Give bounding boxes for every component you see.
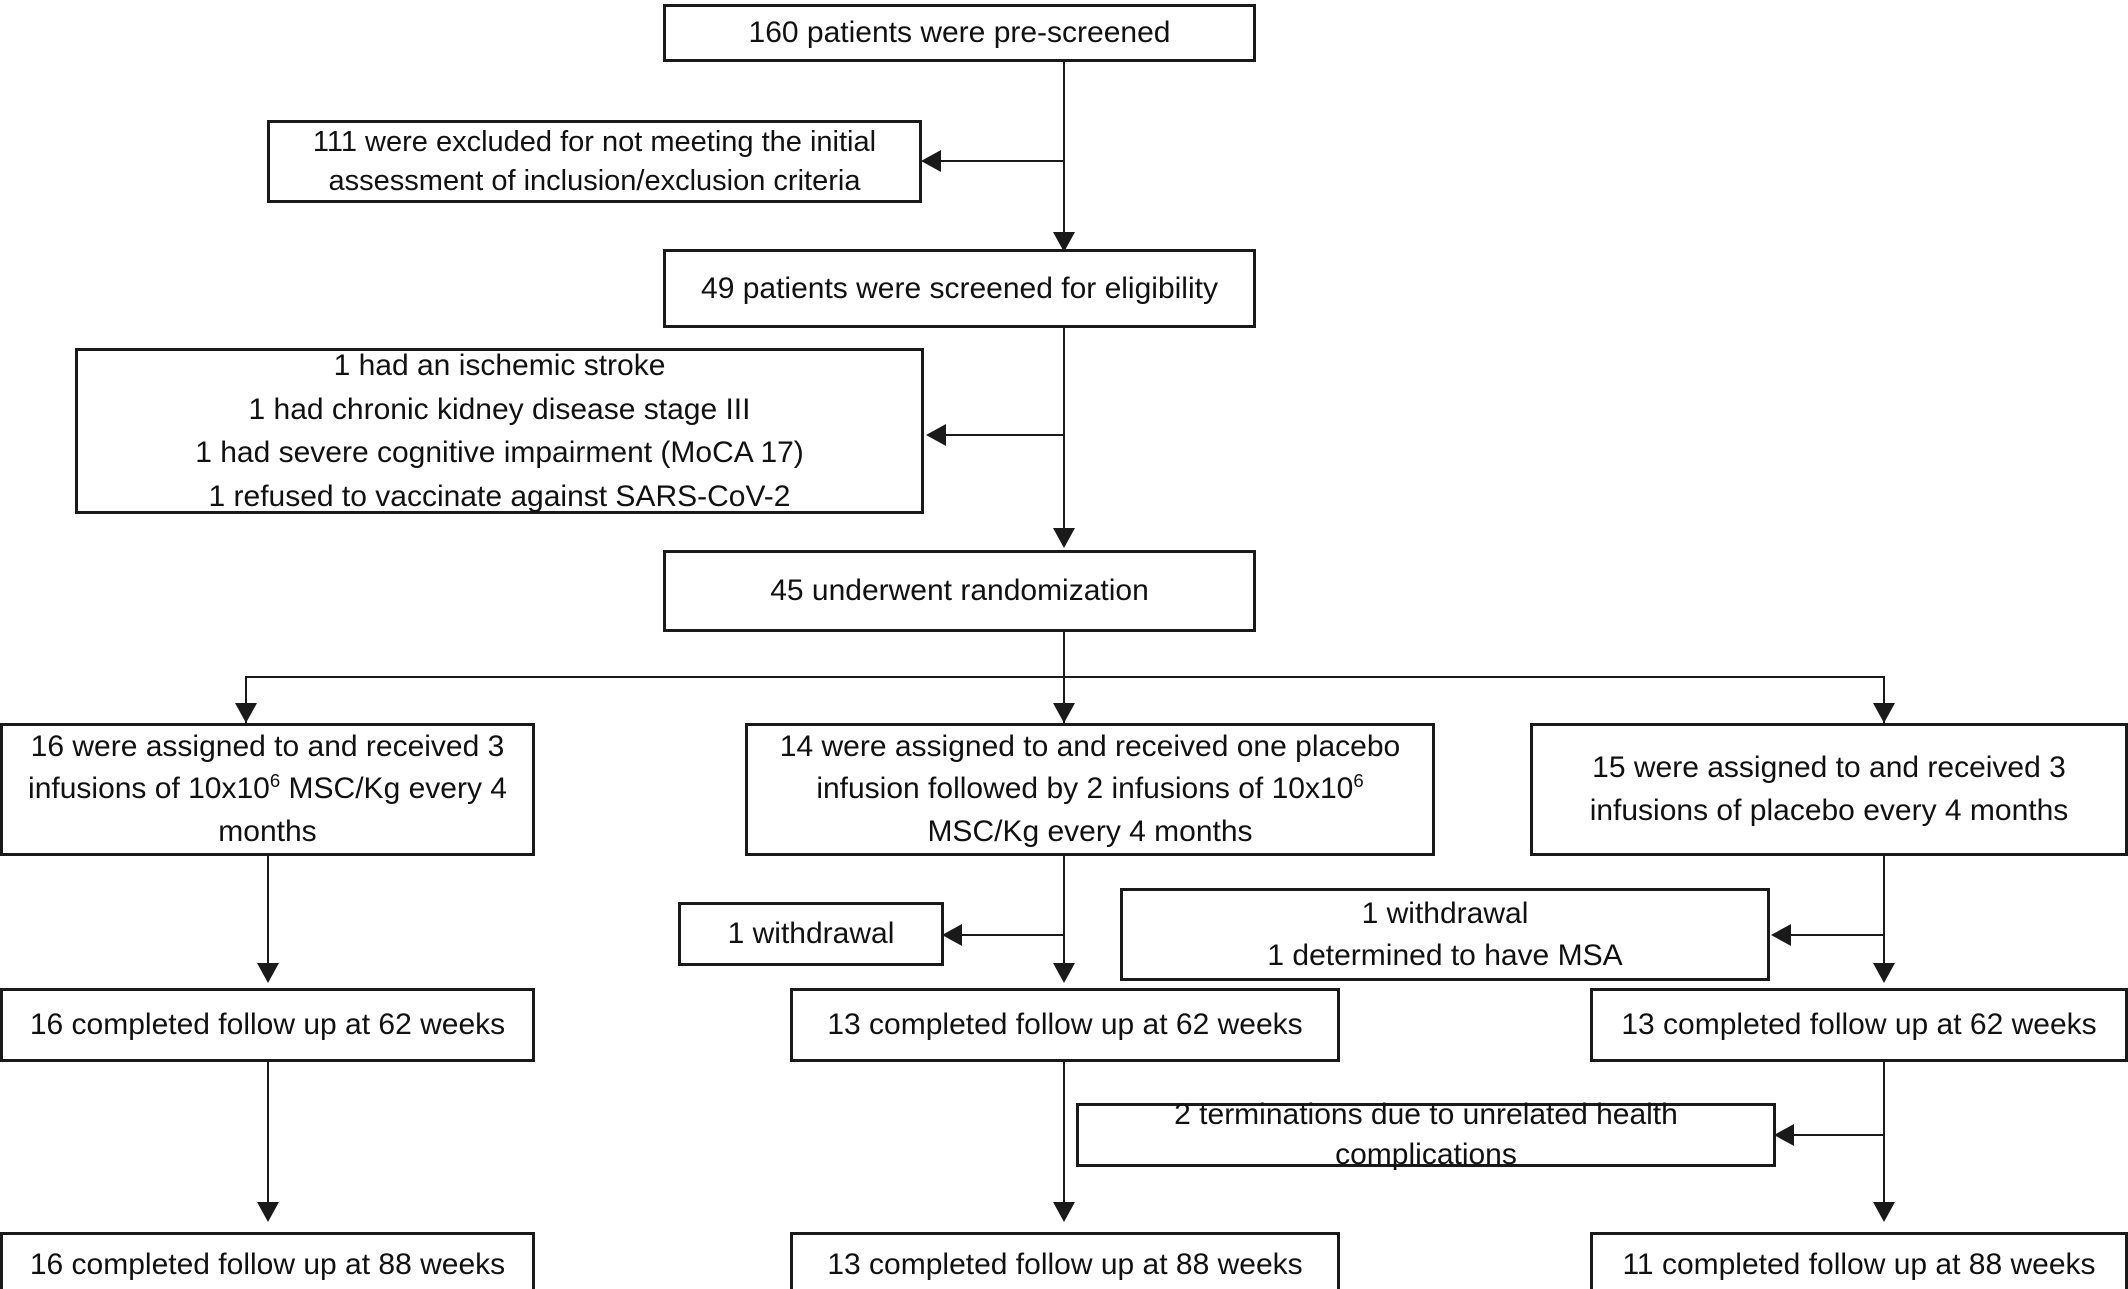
node-randomized-label: 45 underwent randomization (770, 574, 1149, 608)
connector-prescreened-stem (1063, 62, 1065, 162)
node-screened-label: 49 patients were screened for eligibilit… (701, 271, 1218, 305)
node-left-88-label: 16 completed follow up at 88 weeks (29, 1247, 506, 1281)
node-right-88: 11 completed follow up at 88 weeks (1590, 1232, 2128, 1289)
node-arm-right-assigned-label: 15 were assigned to and received 3 infus… (1589, 750, 2069, 827)
node-terminations-label: 2 terminations due to unrelated health c… (1174, 1098, 1678, 1171)
connector-prescreened-to-screened (1063, 160, 1065, 240)
node-excluded-initial-label: 111 were excluded for not meeting the in… (312, 126, 877, 197)
connector-randomized-spread (245, 676, 1885, 678)
node-left-62: 16 completed follow up at 62 weeks (0, 988, 535, 1062)
connector-arm-mid-drop (1063, 676, 1065, 725)
arrow-arm-mid (1053, 703, 1075, 723)
node-mid-88: 13 completed follow up at 88 weeks (790, 1232, 1340, 1289)
node-excluded-detail: 1 had an ischemic stroke 1 had chronic k… (75, 348, 924, 514)
node-mid-62: 13 completed follow up at 62 weeks (790, 988, 1340, 1062)
node-right-62: 13 completed follow up at 62 weeks (1590, 988, 2128, 1062)
arrow-screened (1053, 232, 1075, 252)
node-arm-left-assigned: 16 were assigned to and received 3 infus… (0, 723, 535, 856)
node-mid-62-label: 13 completed follow up at 62 weeks (827, 1008, 1303, 1042)
arrow-right-88 (1873, 1202, 1895, 1222)
connector-arm-right-to-62 (1883, 856, 1885, 970)
node-prescreened-label: 160 patients were pre-screened (748, 16, 1171, 50)
node-arm-mid-assigned-superscript: 6 (1353, 770, 1364, 792)
connector-arm-left-drop (245, 676, 247, 725)
node-mid-88-label: 13 completed follow up at 88 weeks (827, 1247, 1303, 1281)
node-withdrawal-right: 1 withdrawal 1 determined to have MSA (1120, 888, 1770, 981)
connector-right-62-to-88 (1883, 1062, 1885, 1212)
node-left-62-label: 16 completed follow up at 62 weeks (29, 1008, 506, 1042)
node-excluded-initial: 111 were excluded for not meeting the in… (267, 120, 922, 203)
node-withdrawal-mid: 1 withdrawal (678, 902, 944, 966)
node-randomized: 45 underwent randomization (663, 550, 1256, 632)
arrow-left-88 (257, 1202, 279, 1222)
connector-mid-62-to-88 (1063, 1062, 1065, 1212)
arrow-terminations (1774, 1124, 1794, 1146)
node-arm-left-assigned-label-part1: 16 were assigned to and received 3 infus… (28, 729, 505, 806)
node-screened: 49 patients were screened for eligibilit… (663, 249, 1256, 328)
node-right-62-label: 13 completed follow up at 62 weeks (1621, 1008, 2097, 1042)
node-right-88-label: 11 completed follow up at 88 weeks (1622, 1247, 2096, 1281)
connector-excluded-detail-branch (945, 434, 1065, 436)
arrow-arm-left (235, 703, 257, 723)
node-prescreened: 160 patients were pre-screened (663, 4, 1256, 62)
arrow-mid-88 (1053, 1202, 1075, 1222)
connector-left-62-to-88 (267, 1062, 269, 1212)
node-arm-mid-assigned-label-part2: MSC/Kg every 4 months (927, 814, 1253, 848)
connector-terminations-branch (1793, 1134, 1885, 1136)
arrow-excluded-initial (921, 150, 941, 172)
arrow-arm-right (1873, 703, 1895, 723)
node-excluded-detail-label: 1 had an ischemic stroke 1 had chronic k… (195, 349, 804, 513)
node-arm-right-assigned: 15 were assigned to and received 3 infus… (1530, 723, 2128, 856)
connector-screened-to-randomized (1063, 434, 1065, 534)
connector-excluded-initial-branch (940, 160, 1064, 162)
arrow-randomized (1053, 528, 1075, 548)
node-arm-left-assigned-superscript: 6 (269, 770, 281, 792)
node-arm-mid-assigned: 14 were assigned to and received one pla… (745, 723, 1435, 856)
node-withdrawal-right-label: 1 withdrawal 1 determined to have MSA (1267, 896, 1623, 972)
arrow-mid-62 (1053, 963, 1075, 983)
connector-withdrawal-right-branch (1790, 934, 1885, 936)
arrow-withdrawal-right (1771, 924, 1791, 946)
node-arm-left-assigned-label-part2: MSC/Kg every 4 months (218, 772, 507, 848)
connector-arm-left-to-62 (267, 856, 269, 970)
node-arm-mid-assigned-label-part1: 14 were assigned to and received one pla… (779, 729, 1401, 806)
connector-withdrawal-mid-branch (961, 934, 1064, 936)
arrow-right-62 (1873, 963, 1895, 983)
arrow-excluded-detail (926, 424, 946, 446)
arrow-withdrawal-mid (942, 924, 962, 946)
node-terminations: 2 terminations due to unrelated health c… (1076, 1098, 1776, 1171)
connector-arm-right-drop (1883, 676, 1885, 725)
node-withdrawal-mid-label: 1 withdrawal (727, 917, 895, 951)
connector-screened-stem (1063, 328, 1065, 438)
connector-arm-mid-to-62 (1063, 856, 1065, 970)
node-left-88: 16 completed follow up at 88 weeks (0, 1232, 535, 1289)
connector-randomized-stem (1063, 632, 1065, 677)
arrow-left-62 (257, 963, 279, 983)
